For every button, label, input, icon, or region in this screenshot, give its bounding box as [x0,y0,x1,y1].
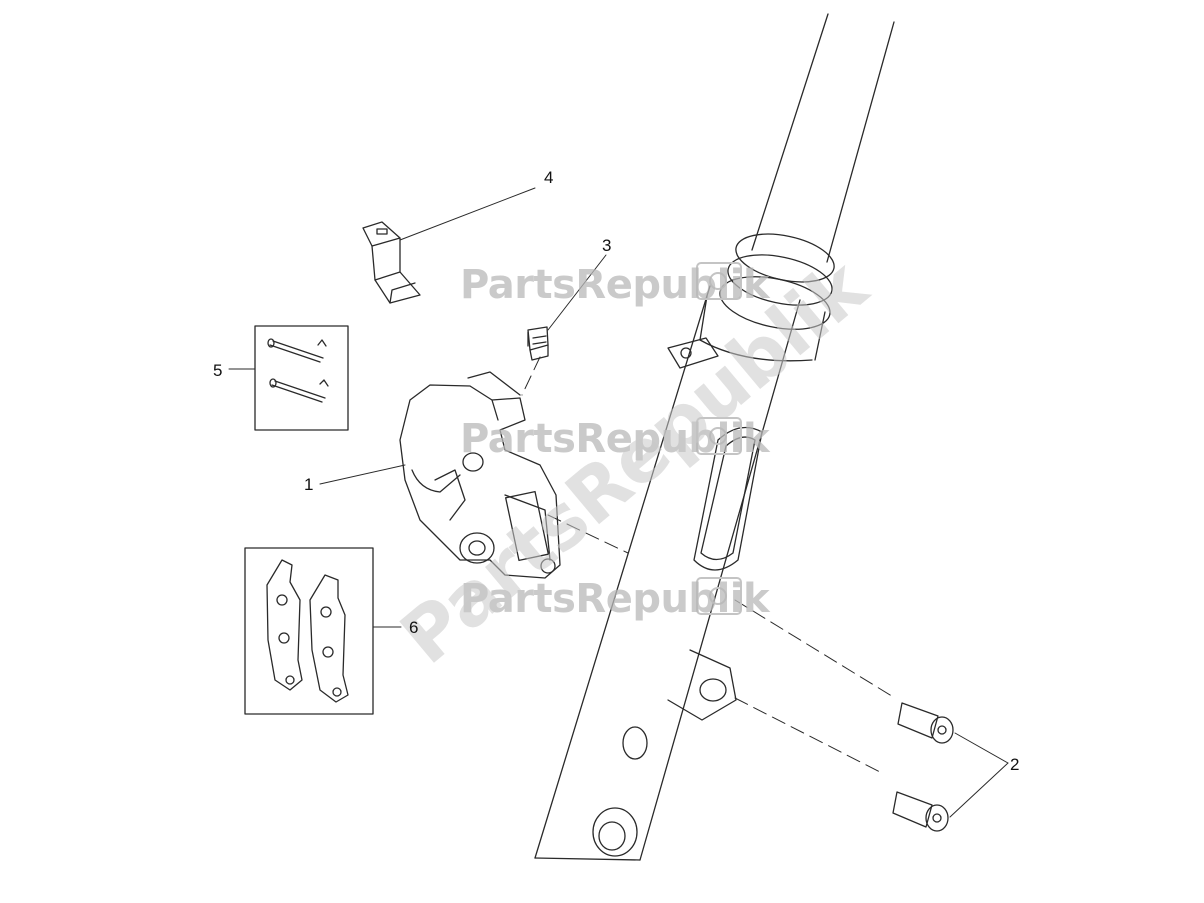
callout-3: 3 [602,236,612,255]
watermark-text-top: PartsRepublik [460,262,770,308]
watermark-text-bottom: PartsRepublik [460,576,770,622]
part-2-bolts [892,702,954,832]
part-3-bleed-valve [527,326,549,361]
callout-5: 5 [213,361,223,380]
callout-4: 4 [544,168,554,187]
fork-tube [534,13,895,861]
callout-2: 2 [1010,755,1020,774]
watermark-text-middle: PartsRepublik [460,416,770,462]
leader-lines [228,187,1009,818]
assembly-axis-lines [521,356,896,773]
watermark-gear-icon [696,262,742,615]
part-4-bracket [362,221,421,304]
part-1-brake-caliper [399,371,561,579]
callout-6: 6 [409,618,419,637]
part-6-pads-box [244,547,374,715]
part-5-pins-box [254,325,349,431]
callout-1: 1 [304,475,314,494]
